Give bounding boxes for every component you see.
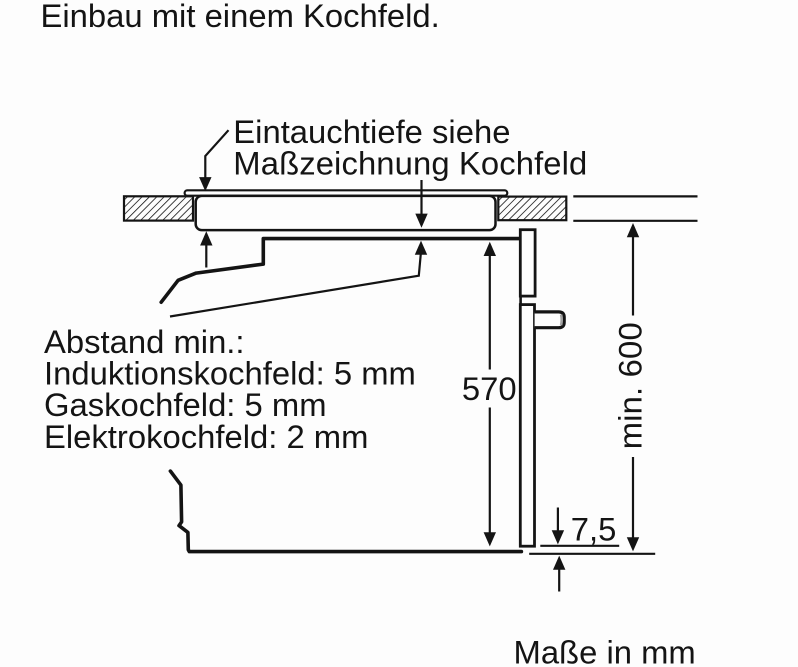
- svg-text:Abstand min.:: Abstand min.:: [44, 323, 245, 360]
- svg-text:Elektrokochfeld: 2 mm: Elektrokochfeld: 2 mm: [44, 418, 368, 455]
- svg-text:min. 600: min. 600: [612, 322, 649, 449]
- svg-text:Maße in mm: Maße in mm: [514, 633, 696, 667]
- svg-text:570: 570: [462, 370, 517, 407]
- svg-text:Induktionskochfeld: 5 mm: Induktionskochfeld: 5 mm: [44, 355, 416, 392]
- svg-text:Maßzeichnung Kochfeld: Maßzeichnung Kochfeld: [233, 145, 587, 182]
- svg-text:Gaskochfeld: 5 mm: Gaskochfeld: 5 mm: [44, 386, 327, 423]
- svg-text:Einbau mit einem Kochfeld.: Einbau mit einem Kochfeld.: [41, 0, 440, 34]
- svg-text:Eintauchtiefe siehe: Eintauchtiefe siehe: [233, 113, 510, 150]
- svg-text:7,5: 7,5: [571, 510, 617, 547]
